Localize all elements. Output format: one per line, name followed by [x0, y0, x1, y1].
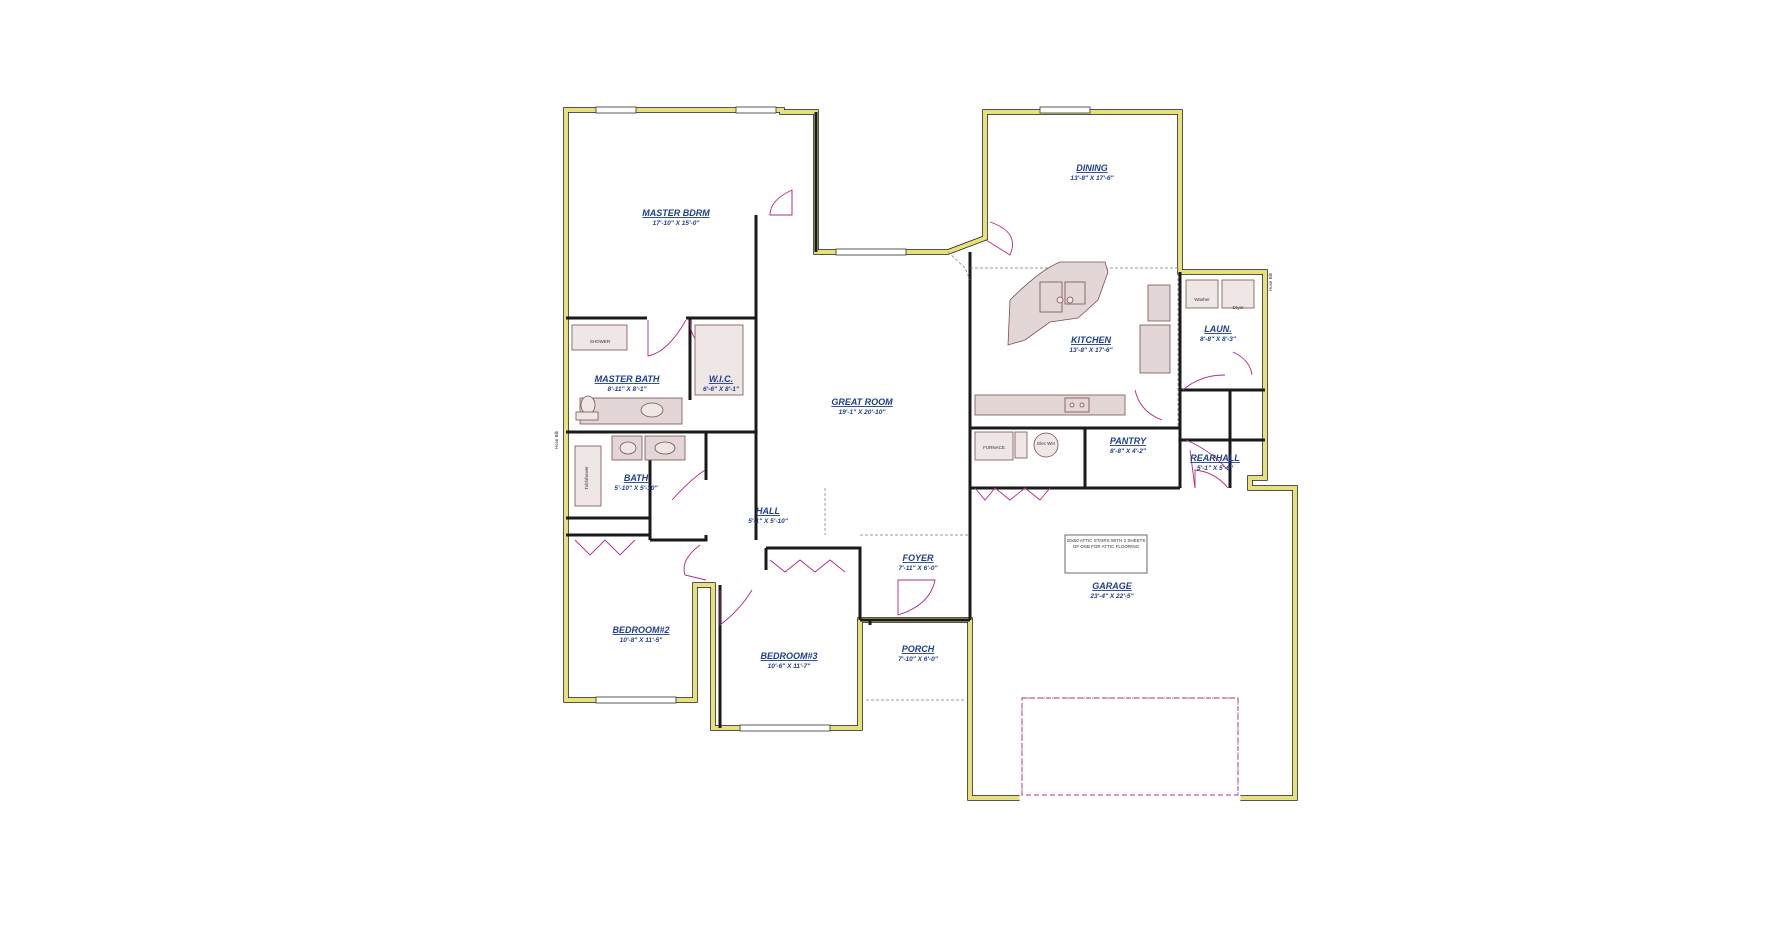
room-dims-dining: 13'-8" X 17'-6" — [1070, 175, 1114, 182]
room-dims-hall: 5'-1" X 5'-10" — [748, 518, 789, 525]
interior-walls — [566, 112, 1265, 728]
room-name-wic: W.I.C. — [709, 374, 733, 384]
room-dims-bath: 5'-10" X 5'-10" — [614, 485, 658, 492]
room-dims-kitchen: 13'-8" X 17'-6" — [1069, 347, 1113, 354]
room-name-bath: BATH — [624, 473, 649, 483]
room-dims-master-bdrm: 17'-10" X 15'-0" — [653, 220, 701, 227]
room-dims-porch: 7'-10" X 6'-0" — [898, 656, 939, 663]
room-dims-rearhall: 5'-1" X 5'-6" — [1197, 465, 1234, 472]
room-dims-wic: 6'-6" X 8'-1" — [703, 386, 740, 393]
bath-fixtures — [571, 324, 744, 507]
label-water-heater: Elec WH — [1037, 441, 1055, 446]
label-washer: Washer — [1194, 297, 1210, 302]
windows — [595, 106, 1241, 802]
room-name-dining: DINING — [1076, 163, 1108, 173]
garage-door — [1021, 697, 1239, 796]
room-name-hall: HALL — [756, 506, 780, 516]
room-name-master-bdrm: MASTER BDRM — [642, 208, 710, 218]
room-name-garage: GARAGE — [1092, 581, 1132, 591]
room-dims-foyer: 7'-11" X 6'-0" — [898, 565, 938, 572]
room-labels: MASTER BDRM 17'-10" X 15'-0" DINING 13'-… — [595, 163, 1240, 670]
room-name-pantry: PANTRY — [1110, 436, 1147, 446]
room-name-bedroom2: BEDROOM#2 — [612, 625, 669, 635]
room-dims-pantry: 8'-8" X 4'-2" — [1110, 448, 1147, 455]
room-name-foyer: FOYER — [902, 553, 934, 563]
room-name-porch: PORCH — [902, 644, 935, 654]
room-name-kitchen: KITCHEN — [1071, 335, 1111, 345]
garage-note: 20x50 ATTIC STAIRS WITH 2 SHEETS OF OSB … — [1066, 538, 1146, 549]
kitchen-fixtures — [974, 261, 1171, 416]
utilities — [974, 279, 1255, 574]
label-dryer: Dryer — [1233, 305, 1245, 310]
room-dims-garage: 23'-4" X 22'-5" — [1089, 593, 1134, 600]
room-dims-bedroom2: 10'-8" X 11'-5" — [620, 637, 664, 644]
label-furnace: FURNACE — [983, 445, 1005, 450]
room-dims-master-bath: 8'-11" X 8'-1" — [607, 386, 647, 393]
room-name-bedroom3: BEDROOM#3 — [760, 651, 817, 661]
room-dims-great-room: 19'-1" X 20'-10" — [839, 409, 887, 416]
room-dims-bedroom3: 10'-6" X 11'-7" — [768, 663, 812, 670]
label-hose-bib-right: Hose Bib — [1268, 272, 1273, 291]
room-dims-laun: 8'-8" X 8'-3" — [1200, 336, 1237, 343]
label-shower: SHOWER — [590, 339, 611, 344]
fixture-labels: SHOWER FURNACE Elec WH Washer Dryer Tub/… — [554, 272, 1273, 549]
room-name-rearhall: REARHALL — [1190, 453, 1240, 463]
doors — [574, 189, 1253, 626]
room-name-great-room: GREAT ROOM — [831, 397, 893, 407]
room-name-laun: LAUN. — [1204, 324, 1232, 334]
label-tub: Tub/shower — [584, 466, 589, 490]
label-hose-bib-left: Hose Bib — [554, 430, 559, 449]
room-name-master-bath: MASTER BATH — [595, 374, 660, 384]
